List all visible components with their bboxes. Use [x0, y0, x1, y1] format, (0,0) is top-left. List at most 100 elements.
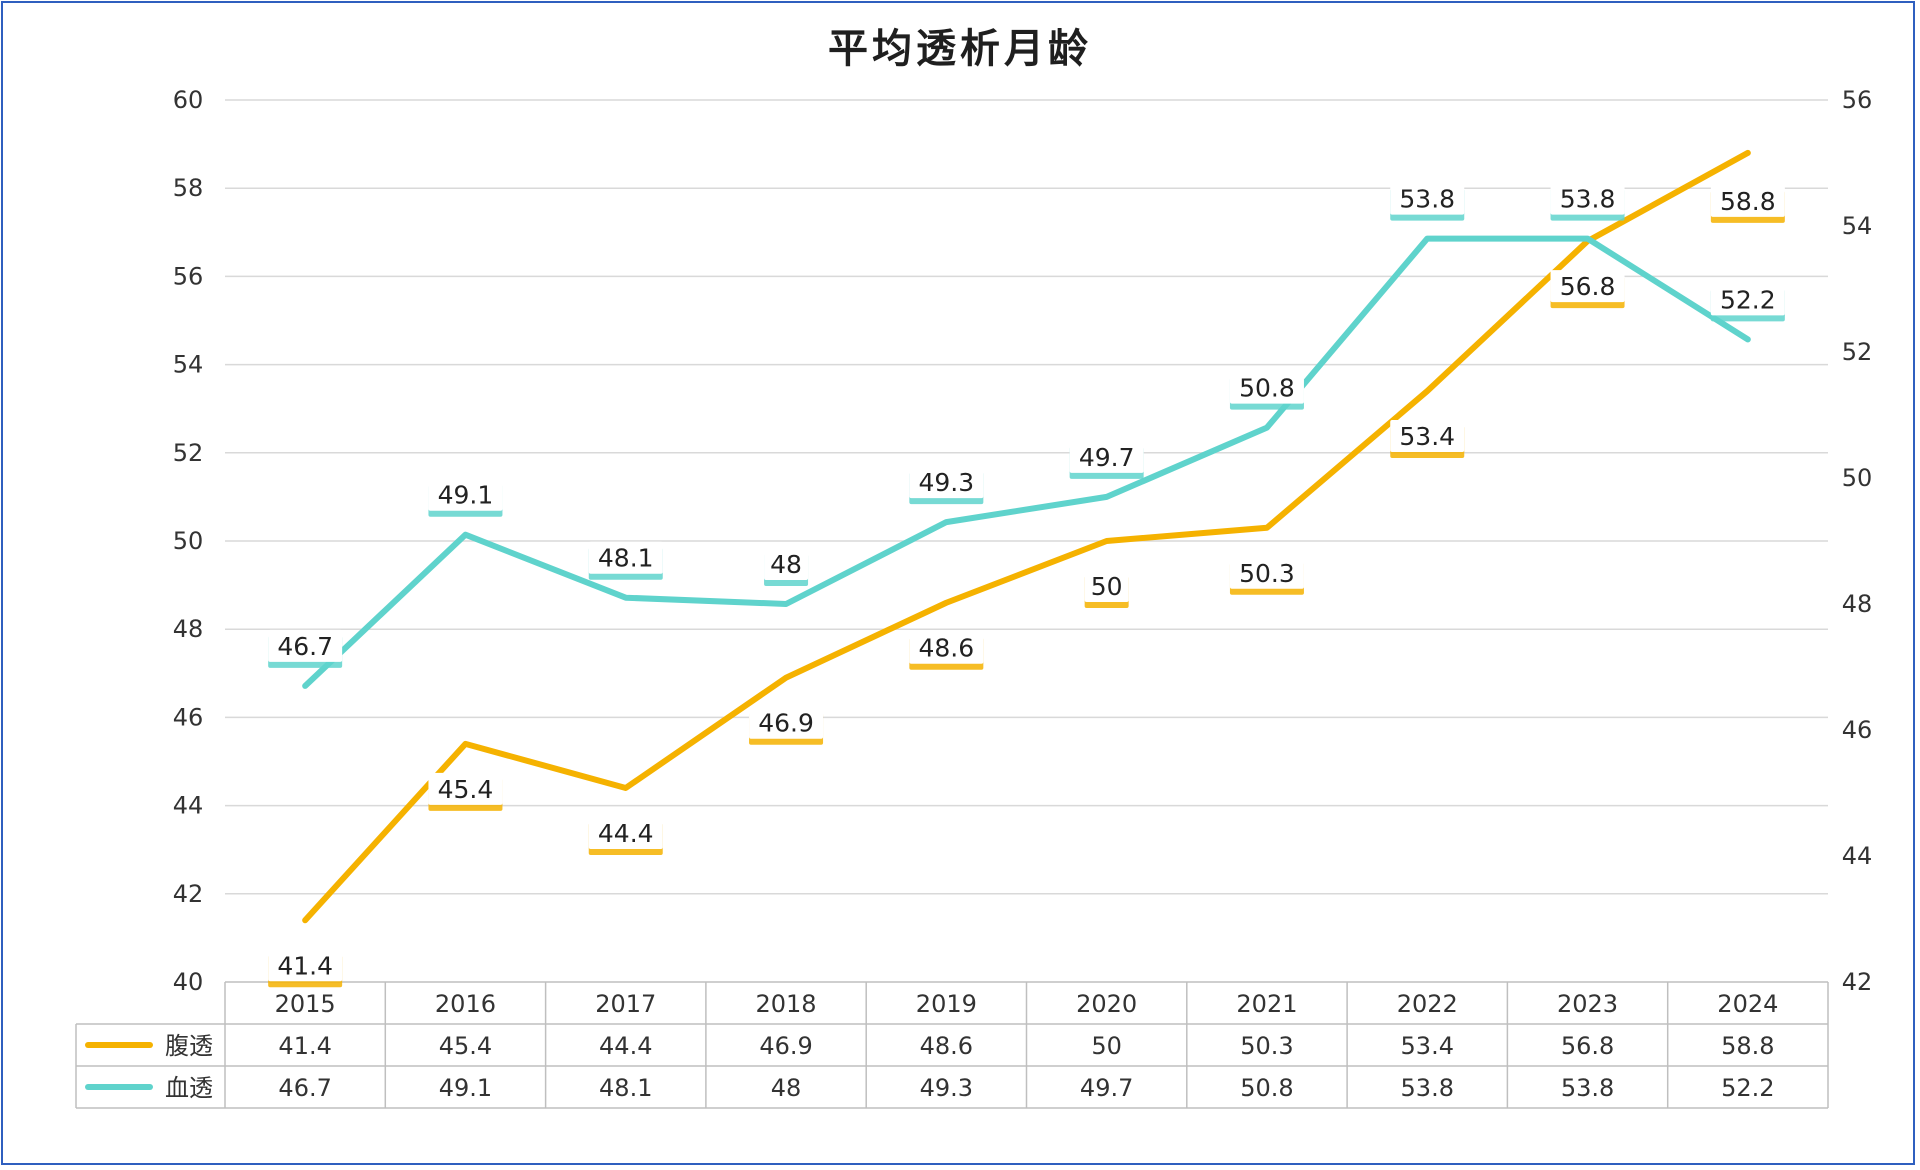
data-label-box: [1229, 371, 1304, 404]
data-label: 46.9: [758, 709, 814, 738]
data-label: 48.6: [919, 634, 975, 663]
data-label-group: 50.3: [1229, 556, 1304, 595]
table-value-cell: 50: [1091, 1032, 1122, 1060]
data-label-box: [1710, 283, 1785, 316]
table-value-cell: 53.4: [1401, 1032, 1454, 1060]
table-value-cell: 49.1: [439, 1074, 492, 1102]
data-label: 50: [1091, 572, 1123, 601]
data-label-group: 45.4: [428, 772, 503, 811]
data-labels: 41.4 45.4 44.4 46.9 48.6 50 50.3 53.4 56.8 58.8 46…: [268, 182, 1785, 988]
table-value-cell: 48.6: [920, 1032, 973, 1060]
data-label-group: 49.7: [1069, 440, 1144, 479]
data-label-box: [909, 466, 984, 499]
data-label-group: 44.4: [588, 816, 663, 855]
x-axis-category-label: 2019: [916, 990, 977, 1018]
legend-series-name: 腹透: [165, 1032, 213, 1060]
table-value-cell: 44.4: [599, 1032, 652, 1060]
table-value-cell: 53.8: [1561, 1074, 1614, 1102]
data-label-box: [1390, 182, 1465, 215]
right-axis-tick-label: 48: [1842, 590, 1873, 618]
right-axis-tick-label: 44: [1842, 842, 1873, 870]
left-axis-tick-label: 44: [173, 792, 204, 820]
table-value-cell: 45.4: [439, 1032, 492, 1060]
data-label: 49.3: [919, 468, 975, 497]
x-axis-category-label: 2018: [756, 990, 817, 1018]
table-value-cell: 50.3: [1240, 1032, 1293, 1060]
data-label-group: 53.4: [1390, 420, 1465, 459]
data-label-group: 46.7: [268, 629, 343, 668]
left-axis-tick-label: 40: [173, 968, 204, 996]
data-label-box: [1710, 184, 1785, 217]
data-label: 45.4: [438, 775, 494, 804]
data-label-group: 48.1: [588, 541, 663, 580]
data-table: 2015 2016 2017 2018 2019 2020 2021 2022 2023 2024…: [75, 981, 1829, 1109]
right-axis-tick-label: 46: [1842, 716, 1873, 744]
left-axis-tick-label: 54: [173, 351, 204, 379]
table-value-cell: 48: [771, 1074, 802, 1102]
data-label-box: [588, 541, 663, 574]
left-axis-tick-label: 58: [173, 174, 204, 202]
data-label-group: 49.3: [909, 466, 984, 505]
data-label: 53.8: [1560, 185, 1616, 214]
table-value-cell: 46.7: [278, 1074, 331, 1102]
data-label-box: [1390, 420, 1465, 453]
table-value-cell: 46.9: [759, 1032, 812, 1060]
data-label-box: [1550, 270, 1625, 303]
data-label: 53.4: [1399, 422, 1455, 451]
x-axis-category-label: 2024: [1717, 990, 1778, 1018]
left-axis-tick-label: 42: [173, 880, 204, 908]
series-line-hemo: [302, 235, 1751, 689]
x-axis-category-label: 2016: [435, 990, 496, 1018]
data-label-box: [1084, 570, 1129, 602]
x-axis-category-label: 2020: [1076, 990, 1137, 1018]
data-label: 48.1: [598, 544, 654, 573]
data-label-group: 52.2: [1710, 283, 1785, 322]
table-value-cell: 52.2: [1721, 1074, 1774, 1102]
chart-title: 平均透析月龄: [828, 25, 1092, 72]
data-label-box: [428, 478, 503, 511]
data-label: 41.4: [277, 951, 333, 980]
data-label-box: [588, 816, 663, 849]
data-label: 44.4: [598, 819, 654, 848]
data-label-group: 58.8: [1710, 184, 1785, 223]
data-label-group: 56.8: [1550, 270, 1625, 309]
table-value-cell: 49.7: [1080, 1074, 1133, 1102]
data-label-group: 50: [1084, 570, 1129, 608]
right-axis-tick-label: 54: [1842, 212, 1873, 240]
table-value-cell: 49.3: [920, 1074, 973, 1102]
data-label: 50.3: [1239, 559, 1295, 588]
x-axis-category-label: 2021: [1236, 990, 1297, 1018]
data-label-box: [764, 548, 809, 580]
data-label: 49.1: [438, 481, 494, 510]
data-label: 48: [770, 550, 802, 579]
data-label: 58.8: [1720, 187, 1776, 216]
x-axis-category-label: 2015: [275, 990, 336, 1018]
data-label-group: 53.8: [1550, 182, 1625, 221]
right-axis-tick-label: 52: [1842, 338, 1873, 366]
data-label: 49.7: [1079, 443, 1135, 472]
x-axis-category-label: 2022: [1397, 990, 1458, 1018]
left-axis-tick-label: 48: [173, 615, 204, 643]
right-axis-tick-label: 50: [1842, 464, 1873, 492]
table-value-cell: 50.8: [1240, 1074, 1293, 1102]
data-label-box: [909, 631, 984, 664]
data-label-group: 48: [764, 548, 809, 586]
table-value-cell: 58.8: [1721, 1032, 1774, 1060]
x-axis-category-label: 2017: [595, 990, 656, 1018]
x-axis-category-label: 2023: [1557, 990, 1618, 1018]
data-label-box: [268, 949, 343, 982]
right-axis-tick-label: 56: [1842, 86, 1873, 114]
table-value-cell: 56.8: [1561, 1032, 1614, 1060]
left-axis-tick-label: 46: [173, 703, 204, 731]
data-label-box: [1229, 556, 1304, 589]
data-label-group: 41.4: [268, 949, 343, 988]
left-axis-tick-label: 50: [173, 527, 204, 555]
data-label-box: [268, 629, 343, 662]
data-label: 53.8: [1399, 185, 1455, 214]
left-axis-tick-label: 56: [173, 262, 204, 290]
data-label: 50.8: [1239, 374, 1295, 403]
data-label-group: 46.9: [749, 706, 824, 745]
data-label: 46.7: [277, 632, 333, 661]
